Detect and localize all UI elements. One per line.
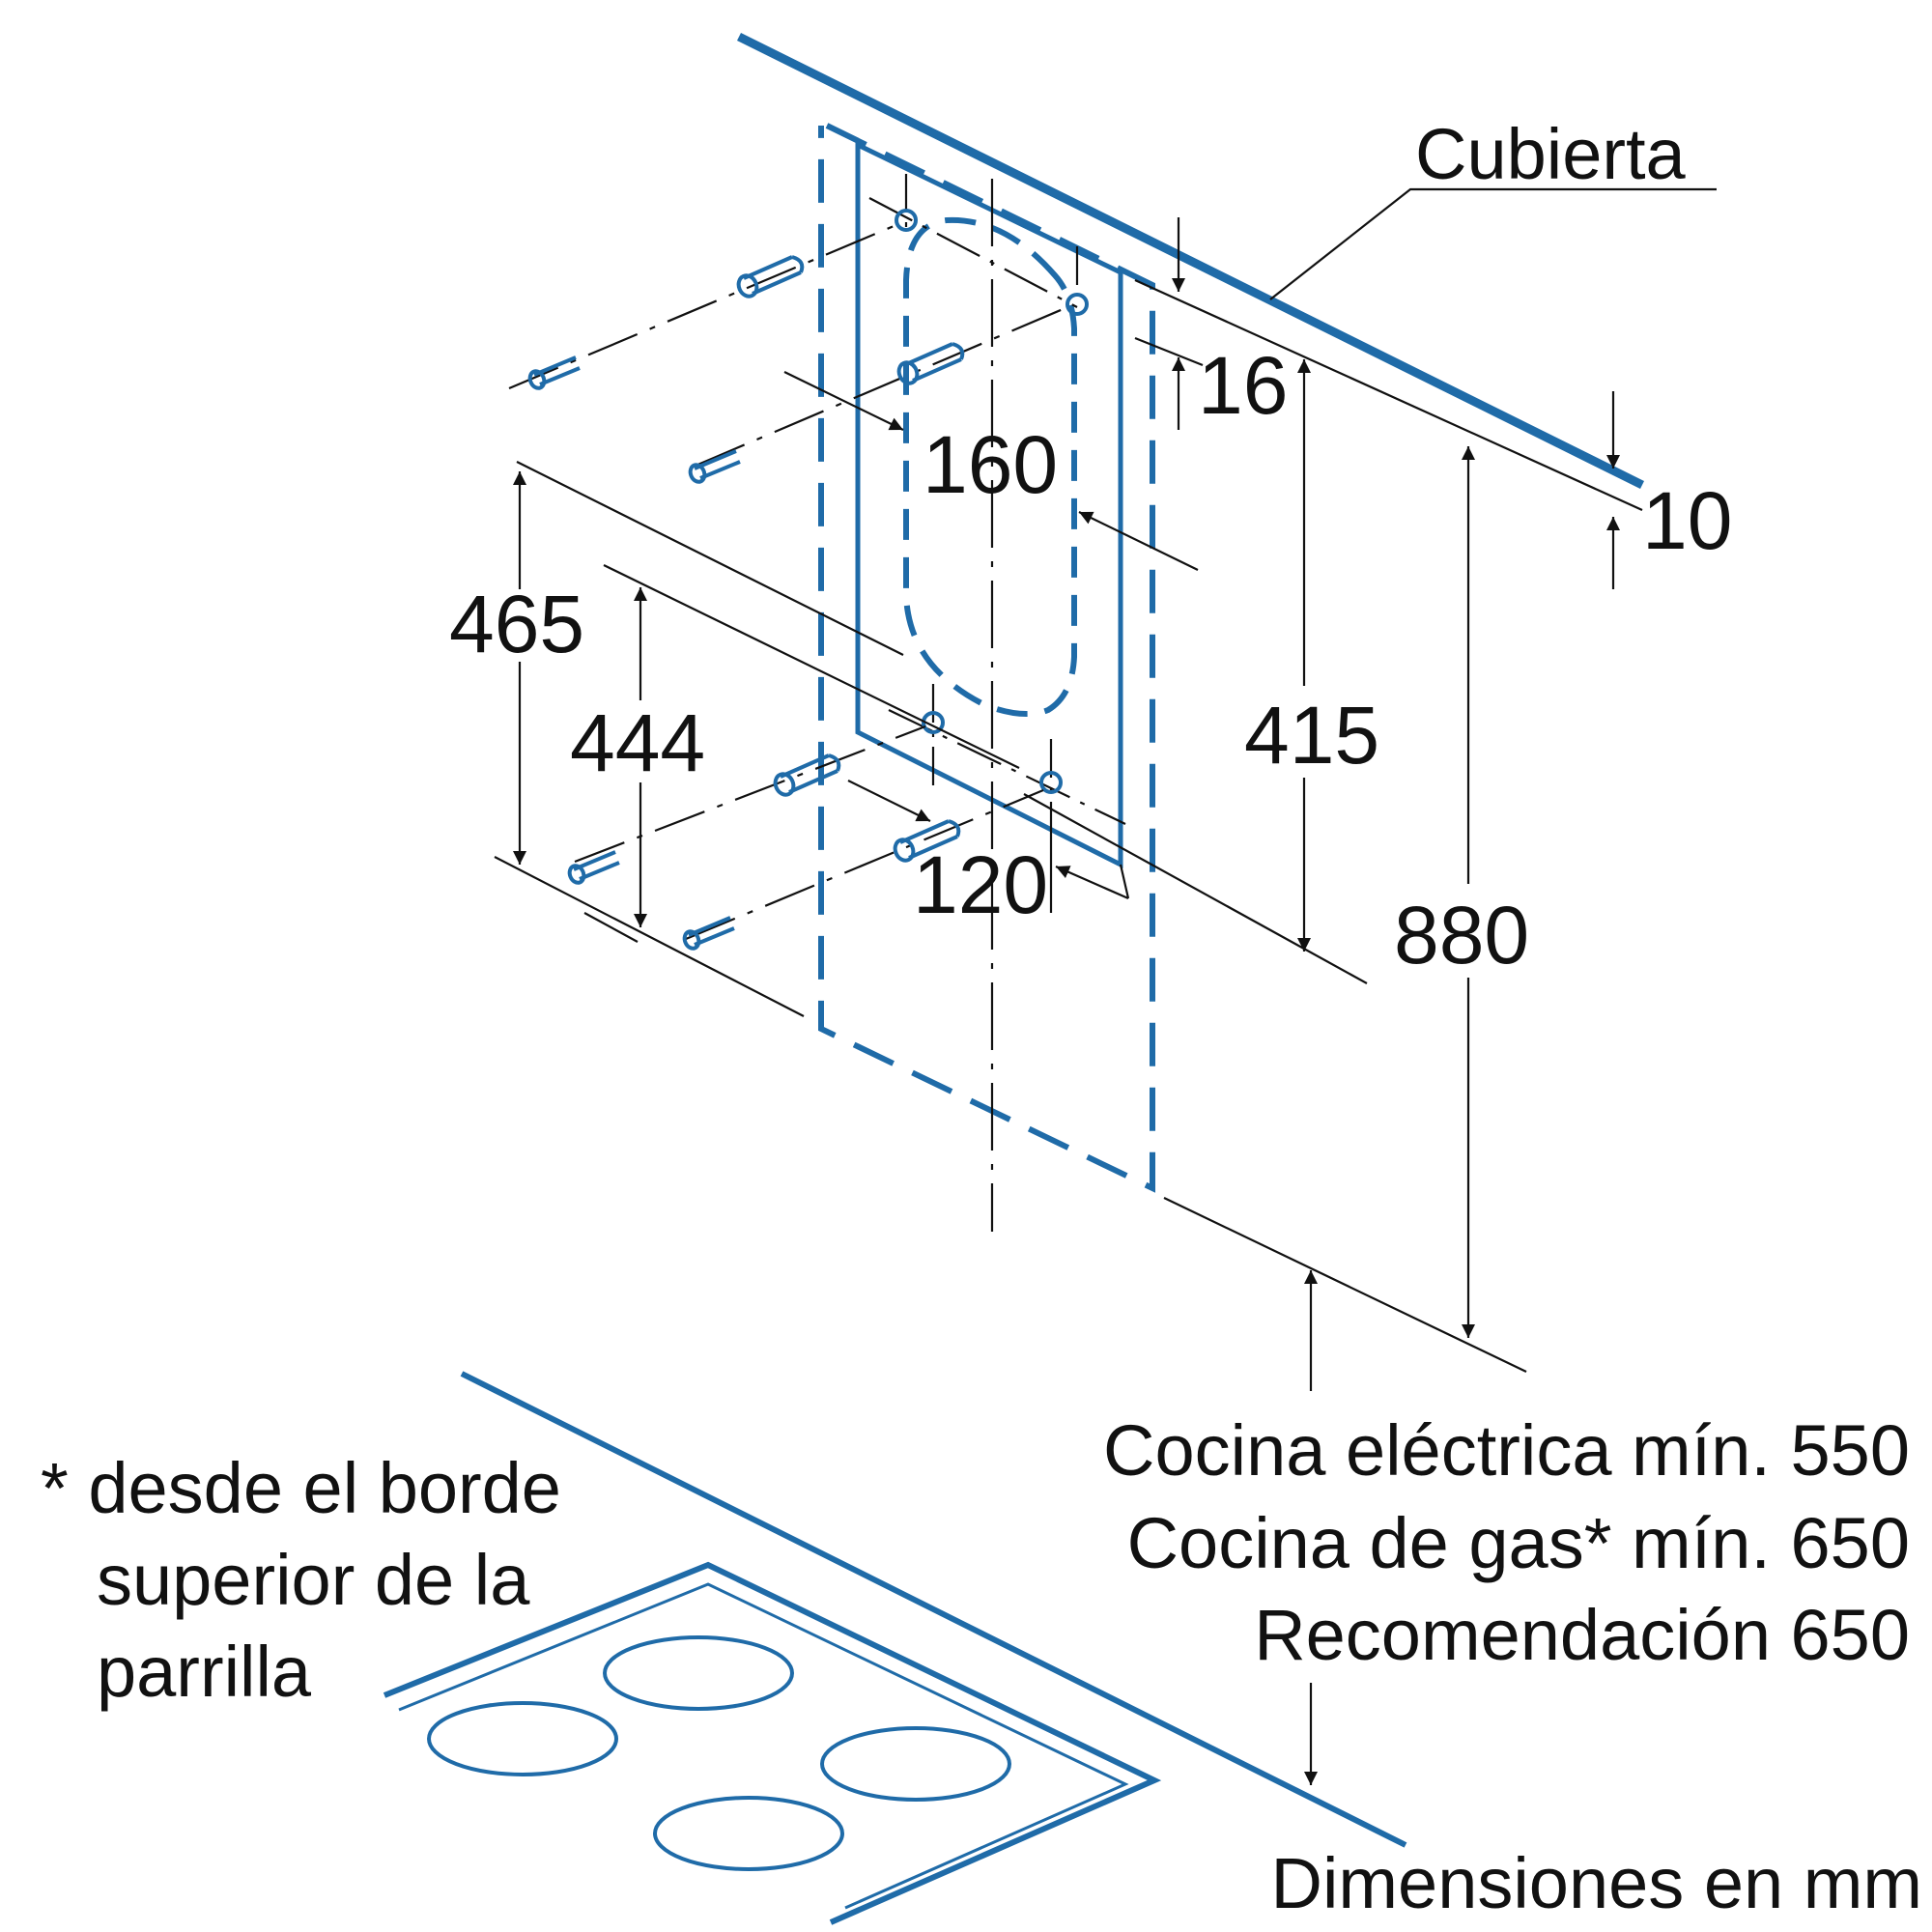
hob-outline <box>383 1561 1162 1925</box>
dim-120-label: 120 <box>913 839 1048 930</box>
hob-burner <box>820 1726 1011 1802</box>
dim-10-label: 10 <box>1642 475 1732 566</box>
dim-880-label: 880 <box>1394 890 1529 980</box>
hob-burner <box>427 1701 618 1776</box>
hole-axis-upper <box>868 197 1078 308</box>
ext-line-465-bottom <box>494 856 805 1017</box>
screw-axis <box>695 305 1068 468</box>
screw <box>682 916 735 951</box>
ceiling-line <box>736 32 1645 490</box>
ext-line-465-top <box>516 461 904 656</box>
dim-160-arrow-left <box>783 371 904 431</box>
mount-hole <box>1039 771 1063 794</box>
hob-burner <box>653 1796 844 1871</box>
recommended-clearance: Recomendación 650 <box>1254 1595 1910 1675</box>
screw-axis <box>508 222 899 390</box>
mount-hole <box>922 711 945 734</box>
ext-line-444-bottom <box>583 912 639 943</box>
dim-160-label: 160 <box>923 419 1058 510</box>
dim-16-label: 16 <box>1198 340 1288 431</box>
min-clearance-electric: Cocina eléctrica mín. 550 <box>1103 1410 1910 1491</box>
ext-line-top-holes <box>1134 278 1643 512</box>
dim-120-arrow-left <box>847 780 931 822</box>
footnote-line-3: parrilla <box>97 1632 312 1712</box>
ext-line-hole-row <box>1134 336 1204 367</box>
wall-plug <box>773 753 841 797</box>
chimney-outline-dashed <box>818 123 1155 1193</box>
ext-line-hob-height <box>1163 1197 1527 1373</box>
dim-415-label: 415 <box>1244 690 1379 781</box>
screw <box>527 355 581 390</box>
hob-edge-line <box>460 1371 1407 1848</box>
hob-inner-edge <box>398 1582 1129 1910</box>
wall-plug <box>893 819 961 863</box>
footnote-line-1: * desde el borde <box>41 1448 561 1528</box>
wall-plug <box>896 342 965 385</box>
cubierta-label: Cubierta <box>1415 114 1687 194</box>
dim-160-arrow-right <box>1078 511 1199 571</box>
mount-hole <box>895 209 918 232</box>
wall-plug <box>736 255 805 298</box>
dim-120-arrow-right <box>1055 865 1129 900</box>
mount-hole <box>1065 293 1089 316</box>
footnote-line-2: superior de la <box>97 1540 530 1620</box>
dim-465-label: 465 <box>449 579 584 669</box>
screw <box>567 850 620 885</box>
units-note: Dimensiones en mm <box>1271 1843 1922 1923</box>
cutout-outline-dashed <box>903 216 1077 717</box>
screw <box>688 449 741 484</box>
dim-444-label: 444 <box>570 697 705 788</box>
screw-axis <box>685 788 1044 941</box>
screw-axis <box>574 724 926 864</box>
ext-line-415-bottom <box>1023 793 1368 984</box>
min-clearance-gas: Cocina de gas* mín. 650 <box>1127 1503 1910 1583</box>
ext-line-120-a <box>1119 864 1130 899</box>
hob-burner <box>603 1635 794 1711</box>
ext-line-444-top <box>603 564 1020 769</box>
cubierta-leader <box>1269 187 1717 300</box>
